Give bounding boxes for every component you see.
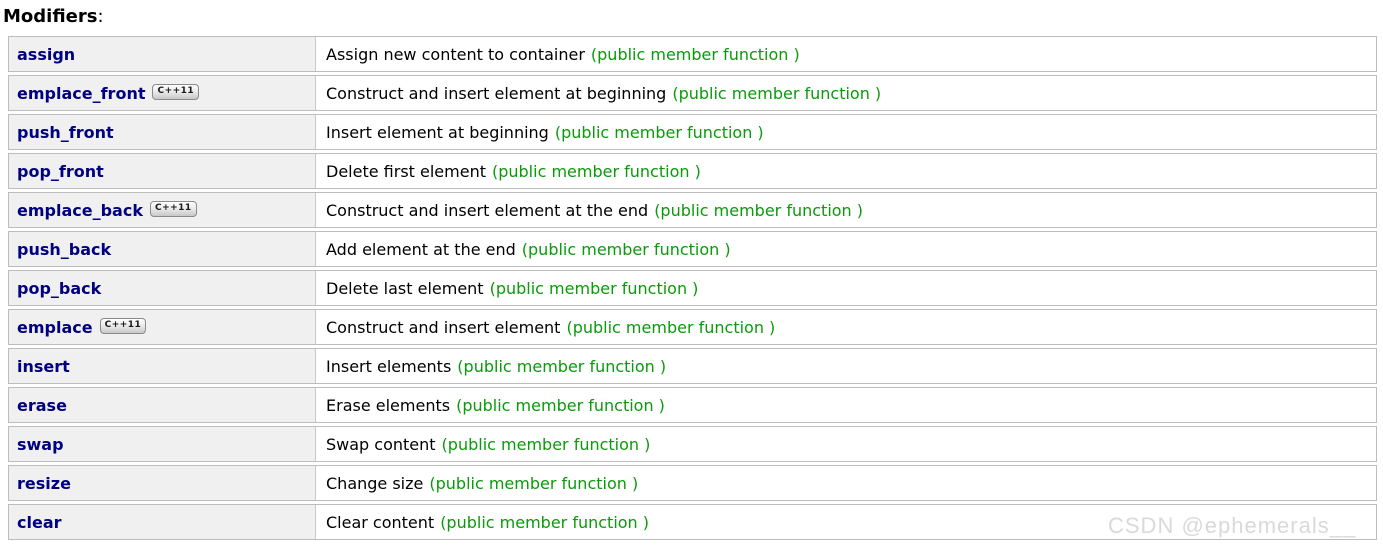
member-function-link[interactable]: swap bbox=[17, 434, 64, 454]
member-function-link[interactable]: emplace bbox=[17, 317, 93, 337]
member-function-cell: erase bbox=[9, 388, 316, 422]
member-function-description: Swap content bbox=[326, 434, 436, 454]
member-function-description: Construct and insert element bbox=[326, 317, 561, 337]
member-type-label: (public member function ) bbox=[440, 512, 650, 532]
description-cell: Delete last element (public member funct… bbox=[316, 271, 1376, 305]
member-type-label: (public member function ) bbox=[441, 434, 651, 454]
member-type-label: (public member function ) bbox=[554, 122, 764, 142]
description-cell: Swap content (public member function ) bbox=[316, 427, 1376, 461]
member-type-label: (public member function ) bbox=[654, 200, 864, 220]
member-type-label: (public member function ) bbox=[457, 356, 667, 376]
table-row: erase Erase elements (public member func… bbox=[8, 387, 1377, 423]
member-function-link[interactable]: pop_back bbox=[17, 278, 102, 298]
member-type-label: (public member function ) bbox=[489, 278, 699, 298]
member-type-label: (public member function ) bbox=[672, 83, 882, 103]
member-function-cell: insert bbox=[9, 349, 316, 383]
member-function-link[interactable]: erase bbox=[17, 395, 67, 415]
member-type-label: (public member function ) bbox=[491, 161, 701, 181]
member-function-cell: emplace_back C++11 bbox=[9, 193, 316, 227]
description-cell: Construct and insert element at beginnin… bbox=[316, 76, 1376, 110]
member-type-label: (public member function ) bbox=[456, 395, 665, 415]
table-row: push_back Add element at the end (public… bbox=[8, 231, 1377, 267]
member-function-description: Delete last element bbox=[326, 278, 484, 298]
member-function-link[interactable]: insert bbox=[17, 356, 70, 376]
member-function-description: Assign new content to container bbox=[326, 44, 585, 64]
description-cell: Assign new content to container (public … bbox=[316, 37, 1376, 71]
member-function-cell: emplace_front C++11 bbox=[9, 76, 316, 110]
description-cell: Construct and insert element (public mem… bbox=[316, 310, 1376, 344]
member-function-description: Erase elements bbox=[326, 395, 451, 415]
cpp11-badge: C++11 bbox=[99, 318, 147, 334]
table-row: emplace C++11 Construct and insert eleme… bbox=[8, 309, 1377, 345]
section-heading-colon: : bbox=[97, 6, 104, 27]
table-row: pop_front Delete first element (public m… bbox=[8, 153, 1377, 189]
description-cell: Delete first element (public member func… bbox=[316, 154, 1376, 188]
description-cell: Construct and insert element at the end … bbox=[316, 193, 1376, 227]
member-type-label: (public member function ) bbox=[566, 317, 776, 337]
cpp11-badge: C++11 bbox=[149, 201, 197, 217]
member-type-label: (public member function ) bbox=[590, 44, 800, 64]
member-function-cell: pop_front bbox=[9, 154, 316, 188]
member-function-link[interactable]: resize bbox=[17, 473, 71, 493]
member-function-cell: pop_back bbox=[9, 271, 316, 305]
description-cell: Insert elements (public member function … bbox=[316, 349, 1376, 383]
table-row: swap Swap content (public member functio… bbox=[8, 426, 1377, 462]
table-row: push_front Insert element at beginning (… bbox=[8, 114, 1377, 150]
member-function-cell: push_front bbox=[9, 115, 316, 149]
description-cell: Insert element at beginning (public memb… bbox=[316, 115, 1376, 149]
member-function-link[interactable]: emplace_back bbox=[17, 200, 143, 220]
member-type-label: (public member function ) bbox=[521, 239, 731, 259]
member-function-description: Clear content bbox=[326, 512, 435, 532]
description-cell: Clear content (public member function ) bbox=[316, 505, 1376, 539]
modifiers-table: assign Assign new content to container (… bbox=[8, 36, 1377, 540]
table-row: resize Change size (public member functi… bbox=[8, 465, 1377, 501]
member-function-description: Construct and insert element at the end bbox=[326, 200, 649, 220]
member-function-cell: push_back bbox=[9, 232, 316, 266]
table-row: clear Clear content (public member funct… bbox=[8, 504, 1377, 540]
section-heading: Modifiers: bbox=[3, 4, 1383, 29]
member-type-label: (public member function ) bbox=[429, 473, 639, 493]
table-row: emplace_front C++11 Construct and insert… bbox=[8, 75, 1377, 111]
member-function-link[interactable]: push_back bbox=[17, 239, 112, 259]
member-function-description: Insert elements bbox=[326, 356, 452, 376]
description-cell: Erase elements (public member function ) bbox=[316, 388, 1376, 422]
member-function-description: Insert element at beginning bbox=[326, 122, 549, 142]
member-function-cell: assign bbox=[9, 37, 316, 71]
member-function-link[interactable]: assign bbox=[17, 44, 76, 64]
table-row: assign Assign new content to container (… bbox=[8, 36, 1377, 72]
member-function-description: Construct and insert element at beginnin… bbox=[326, 83, 667, 103]
member-function-link[interactable]: pop_front bbox=[17, 161, 104, 181]
table-row: insert Insert elements (public member fu… bbox=[8, 348, 1377, 384]
member-function-link[interactable]: emplace_front bbox=[17, 83, 146, 103]
member-function-cell: resize bbox=[9, 466, 316, 500]
table-row: emplace_back C++11 Construct and insert … bbox=[8, 192, 1377, 228]
member-function-cell: clear bbox=[9, 505, 316, 539]
member-function-cell: swap bbox=[9, 427, 316, 461]
description-cell: Add element at the end (public member fu… bbox=[316, 232, 1376, 266]
member-function-link[interactable]: clear bbox=[17, 512, 62, 532]
member-function-description: Change size bbox=[326, 473, 424, 493]
cpp11-badge: C++11 bbox=[152, 84, 200, 100]
member-function-cell: emplace C++11 bbox=[9, 310, 316, 344]
member-function-description: Delete first element bbox=[326, 161, 486, 181]
description-cell: Change size (public member function ) bbox=[316, 466, 1376, 500]
table-row: pop_back Delete last element (public mem… bbox=[8, 270, 1377, 306]
member-function-link[interactable]: push_front bbox=[17, 122, 114, 142]
member-function-description: Add element at the end bbox=[326, 239, 516, 259]
section-heading-text: Modifiers bbox=[3, 6, 98, 27]
